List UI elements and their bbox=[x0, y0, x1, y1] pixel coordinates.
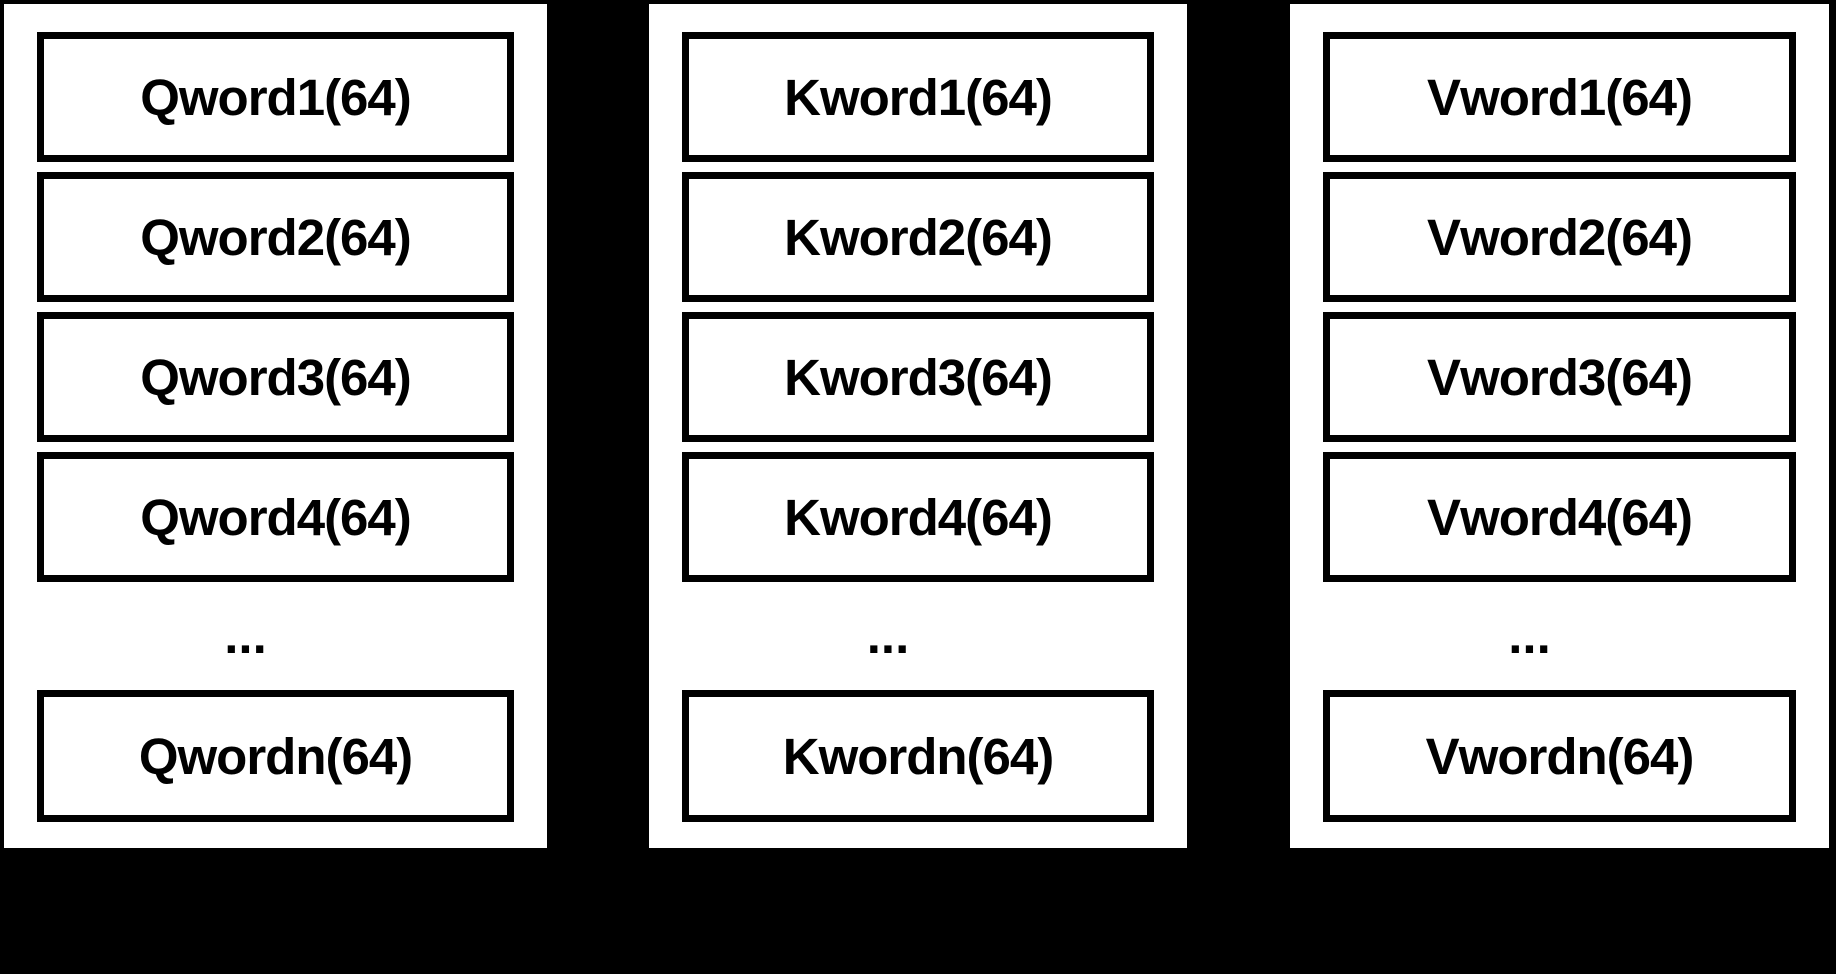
kword1-box: Kword1(64) bbox=[682, 32, 1154, 162]
vword1-box: Vword1(64) bbox=[1323, 32, 1796, 162]
v-ellipsis-label: ... bbox=[1323, 592, 1796, 690]
kword2-box: Kword2(64) bbox=[682, 172, 1154, 302]
vword4-box: Vword4(64) bbox=[1323, 452, 1796, 582]
vword2-box: Vword2(64) bbox=[1323, 172, 1796, 302]
v-vector-column: Vword1(64) Vword2(64) Vword3(64) Vword4(… bbox=[1286, 0, 1833, 852]
k-ellipsis-text: ... bbox=[866, 606, 910, 664]
q-ellipsis-text: ... bbox=[224, 606, 267, 664]
qword2-box: Qword2(64) bbox=[37, 172, 514, 302]
qword3-box: Qword3(64) bbox=[37, 312, 514, 442]
qwordn-box: Qwordn(64) bbox=[37, 690, 514, 822]
qword1-box: Qword1(64) bbox=[37, 32, 514, 162]
kwordn-box: Kwordn(64) bbox=[682, 690, 1154, 822]
qword4-box: Qword4(64) bbox=[37, 452, 514, 582]
kword4-box: Kword4(64) bbox=[682, 452, 1154, 582]
k-ellipsis-label: ... bbox=[682, 592, 1154, 690]
q-vector-column: Qword1(64) Qword2(64) Qword3(64) Qword4(… bbox=[0, 0, 551, 852]
kword3-box: Kword3(64) bbox=[682, 312, 1154, 442]
vword3-box: Vword3(64) bbox=[1323, 312, 1796, 442]
k-vector-column: Kword1(64) Kword2(64) Kword3(64) Kword4(… bbox=[645, 0, 1191, 852]
vwordn-box: Vwordn(64) bbox=[1323, 690, 1796, 822]
q-ellipsis-label: ... bbox=[37, 592, 514, 690]
v-ellipsis-text: ... bbox=[1508, 606, 1551, 664]
